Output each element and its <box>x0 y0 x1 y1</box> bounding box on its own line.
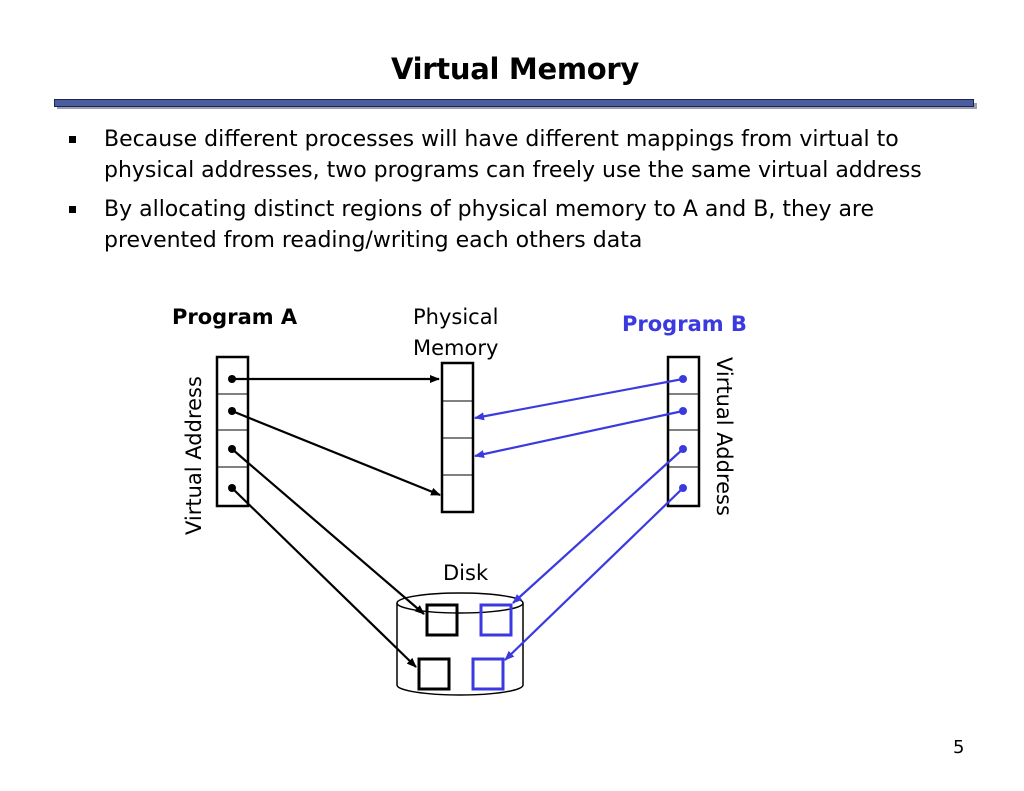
disk-block-b2 <box>471 657 505 691</box>
bullet-list: Because different processes will have di… <box>66 124 986 264</box>
program-b-mappings <box>474 375 687 661</box>
virtual-address-left-label: Virtual Address <box>182 376 206 535</box>
bullet-marker <box>69 136 76 143</box>
physical-memory-column <box>440 361 475 514</box>
program-a-mappings <box>228 375 441 668</box>
bullet-item: By allocating distinct regions of physic… <box>66 194 986 256</box>
physical-memory-label-line1: Physical <box>413 305 498 329</box>
physical-memory-label-line2: Memory <box>413 336 498 360</box>
program-b-label: Program B <box>622 312 747 336</box>
disk-block-b1 <box>479 603 513 637</box>
bullet-marker <box>69 206 76 213</box>
disk-cylinder <box>396 592 524 696</box>
disk-block-a2 <box>417 657 451 691</box>
page-number: 5 <box>953 737 965 758</box>
bullet-text: By allocating distinct regions of physic… <box>104 197 875 253</box>
disk-block-a1 <box>425 603 459 637</box>
bullet-text: Because different processes will have di… <box>104 127 922 183</box>
program-a-label: Program A <box>172 305 298 329</box>
disk-label: Disk <box>443 561 489 585</box>
slide-title: Virtual Memory <box>391 52 639 86</box>
bullet-item: Because different processes will have di… <box>66 124 986 186</box>
title-rule <box>54 99 974 107</box>
virtual-address-right-label: Virtual Address <box>712 357 736 516</box>
